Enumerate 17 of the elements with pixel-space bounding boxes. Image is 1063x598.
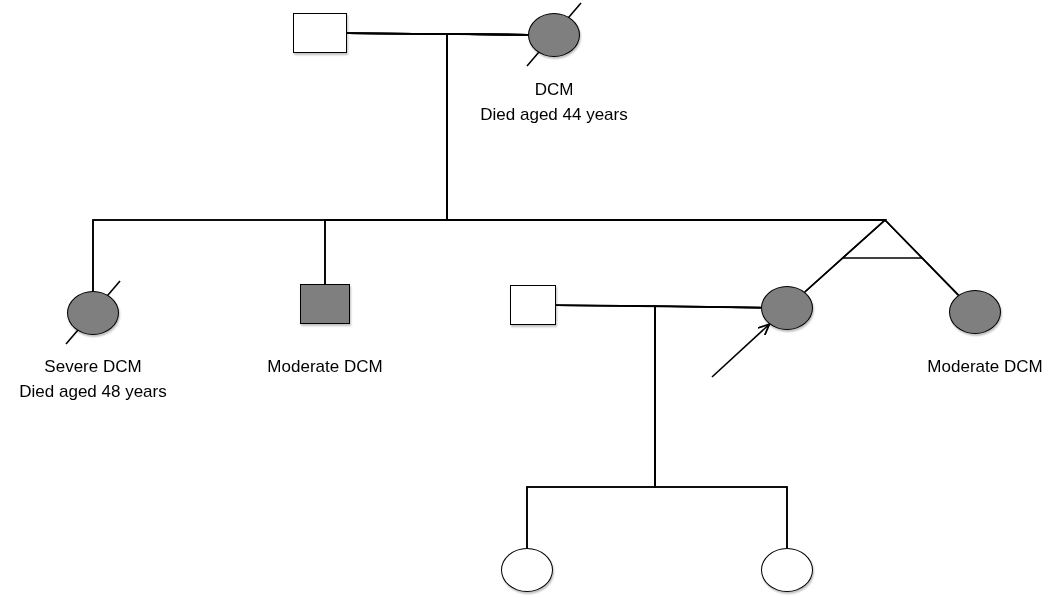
circle-symbol — [761, 548, 813, 592]
condition-note: Died aged 44 years — [480, 105, 628, 125]
square-symbol — [300, 284, 350, 324]
proband-arrow — [711, 323, 771, 378]
square-symbol — [510, 285, 556, 325]
square-symbol — [293, 13, 347, 53]
circle-symbol — [528, 13, 580, 57]
condition-note: Died aged 48 years — [19, 382, 167, 402]
pedigree-line — [654, 305, 788, 549]
circle-symbol — [501, 548, 553, 592]
circle-symbol — [761, 286, 813, 330]
condition-note: Moderate DCM — [267, 357, 383, 377]
condition-note: Severe DCM — [44, 357, 142, 377]
condition-note: DCM — [534, 80, 574, 100]
condition-note: Moderate DCM — [927, 357, 1043, 377]
circle-symbol — [67, 291, 119, 335]
circle-symbol — [949, 290, 1001, 334]
